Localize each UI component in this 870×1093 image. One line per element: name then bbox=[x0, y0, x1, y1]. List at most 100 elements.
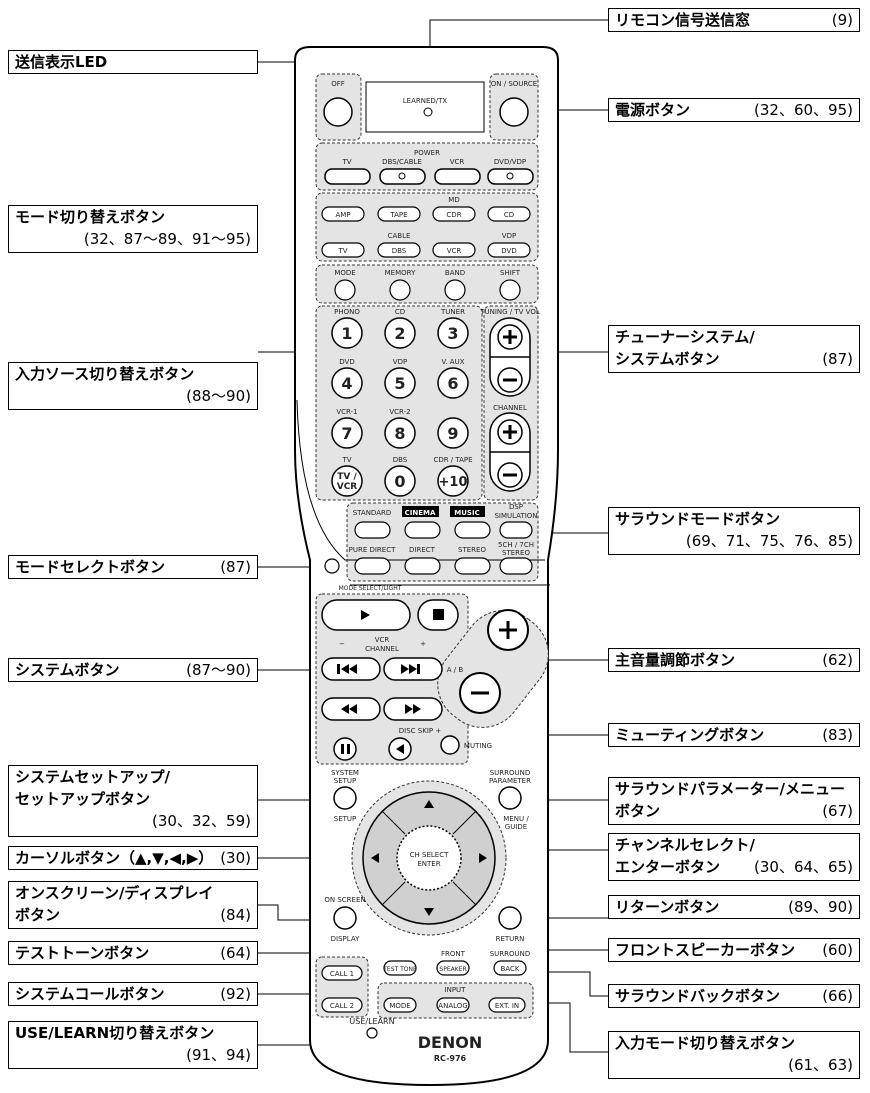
direct-button[interactable] bbox=[404, 557, 441, 575]
input-mode-button[interactable] bbox=[383, 997, 417, 1013]
callout-input-source: 入力ソース切り替えボタン (88〜90) bbox=[8, 362, 258, 410]
zero-button[interactable] bbox=[384, 465, 416, 497]
ch-select-enter-button[interactable] bbox=[396, 825, 462, 891]
on-source-label: ON / SOURCE bbox=[491, 80, 537, 88]
up-arrow-icon bbox=[424, 800, 434, 808]
callout-use-learn: USE/LEARN切り替えボタン (91、94) bbox=[8, 1021, 258, 1069]
mode-button[interactable] bbox=[334, 279, 356, 301]
dsp-button[interactable] bbox=[499, 521, 533, 539]
group-mode bbox=[315, 192, 539, 262]
speaker-button[interactable] bbox=[436, 960, 470, 976]
tv-vcr-button[interactable] bbox=[331, 465, 363, 497]
svg-text:RETURN: RETURN bbox=[496, 935, 525, 943]
svg-text:DVD: DVD bbox=[501, 247, 516, 255]
standard-button[interactable] bbox=[354, 521, 391, 539]
svg-text:SHIFT: SHIFT bbox=[500, 269, 521, 277]
svg-text:BACK: BACK bbox=[501, 965, 520, 973]
svg-text:SIMULATION: SIMULATION bbox=[494, 512, 537, 520]
svg-text:POWER: POWER bbox=[414, 149, 440, 157]
left-arrow-icon bbox=[371, 853, 379, 863]
callout-tx-led: 送信表示LED bbox=[8, 50, 258, 74]
svg-text:ENTER: ENTER bbox=[417, 860, 440, 868]
stereo-button[interactable] bbox=[454, 557, 491, 575]
svg-text:CHANNEL: CHANNEL bbox=[365, 645, 399, 653]
svg-text:SYSTEM: SYSTEM bbox=[331, 769, 359, 777]
cdr-button[interactable] bbox=[432, 206, 476, 222]
leader-ir-window bbox=[429, 19, 608, 47]
led-window bbox=[365, 81, 485, 133]
back-button[interactable] bbox=[493, 960, 527, 976]
svg-text:5: 5 bbox=[394, 374, 405, 393]
svg-text:FRONT: FRONT bbox=[441, 950, 466, 958]
svg-text:DBS/CABLE: DBS/CABLE bbox=[382, 158, 422, 166]
dbs-mode-button[interactable] bbox=[377, 242, 421, 258]
stop-icon bbox=[433, 609, 444, 620]
svg-text:PHONO: PHONO bbox=[334, 308, 360, 316]
call2-button[interactable] bbox=[321, 997, 363, 1013]
analog-button[interactable] bbox=[436, 997, 470, 1013]
svg-text:CABLE: CABLE bbox=[388, 232, 411, 240]
call1-button[interactable] bbox=[321, 965, 363, 981]
svg-text:3: 3 bbox=[447, 324, 458, 343]
svg-text:+10: +10 bbox=[439, 475, 468, 490]
svg-text:CHANNEL: CHANNEL bbox=[493, 404, 527, 412]
svg-text:USE/LEARN: USE/LEARN bbox=[349, 1017, 394, 1026]
svg-text:+: + bbox=[420, 640, 426, 648]
tape-button[interactable] bbox=[377, 206, 421, 222]
amp-button[interactable] bbox=[321, 206, 365, 222]
svg-text:VCR: VCR bbox=[337, 482, 358, 492]
ext-in-button[interactable] bbox=[488, 997, 526, 1013]
return-button[interactable] bbox=[498, 906, 522, 930]
on-source-button[interactable] bbox=[499, 97, 529, 127]
svg-text:ON SCREEN: ON SCREEN bbox=[324, 896, 365, 904]
vcr-mode-button[interactable] bbox=[432, 242, 476, 258]
svg-text:0: 0 bbox=[394, 472, 405, 491]
off-button[interactable] bbox=[323, 97, 353, 127]
svg-text:A / B: A / B bbox=[447, 666, 464, 674]
onscreen-button[interactable] bbox=[333, 906, 357, 930]
svg-text:CDR / TAPE: CDR / TAPE bbox=[433, 456, 472, 464]
surround-param-button[interactable] bbox=[498, 786, 522, 810]
mode-select-button[interactable] bbox=[324, 558, 340, 574]
group-surround bbox=[346, 502, 539, 582]
svg-text:VCR: VCR bbox=[375, 636, 390, 644]
ff-icon bbox=[405, 704, 413, 714]
callout-surround-back: サラウンドバックボタン(66) bbox=[608, 984, 860, 1008]
dbs-power-button[interactable] bbox=[379, 168, 426, 185]
dvd-mode-button[interactable] bbox=[487, 242, 531, 258]
callout-main-volume: 主音量調節ボタン(62) bbox=[608, 648, 860, 672]
svg-text:DBS: DBS bbox=[393, 456, 408, 464]
tv-power-button[interactable] bbox=[324, 168, 371, 185]
muting-button[interactable] bbox=[440, 735, 460, 755]
svg-text:ANALOG: ANALOG bbox=[438, 1002, 467, 1010]
svg-text:DISPLAY: DISPLAY bbox=[331, 935, 360, 943]
vcr-power-button[interactable] bbox=[434, 168, 481, 185]
group-power bbox=[315, 142, 539, 191]
svg-text:SETUP: SETUP bbox=[334, 815, 357, 823]
pause-button[interactable] bbox=[333, 737, 357, 761]
memory-button[interactable] bbox=[389, 279, 411, 301]
pure-direct-button[interactable] bbox=[354, 557, 391, 575]
cd-button[interactable] bbox=[487, 206, 531, 222]
svg-text:VDP: VDP bbox=[393, 358, 407, 366]
music-button[interactable] bbox=[454, 521, 491, 539]
svg-text:AMP: AMP bbox=[335, 211, 350, 219]
band-button[interactable] bbox=[444, 279, 466, 301]
setup-button[interactable] bbox=[333, 786, 357, 810]
plus10-button[interactable] bbox=[437, 465, 469, 497]
callout-surround-param: サラウンドパラメーター/メニュー ボタン(67) bbox=[608, 777, 860, 825]
disc-skip-icon bbox=[396, 744, 404, 754]
svg-text:DVD: DVD bbox=[339, 358, 354, 366]
shift-button[interactable] bbox=[499, 279, 521, 301]
svg-text:2: 2 bbox=[394, 324, 405, 343]
tv-mode-button[interactable] bbox=[321, 242, 365, 258]
svg-text:TV: TV bbox=[341, 158, 351, 166]
svg-text:MENU /: MENU / bbox=[503, 815, 529, 823]
cinema-button[interactable] bbox=[404, 521, 441, 539]
cinema-label-bg bbox=[402, 506, 439, 517]
ch57-button[interactable] bbox=[499, 557, 533, 575]
svg-text:9: 9 bbox=[447, 424, 458, 443]
dvd-power-button[interactable] bbox=[487, 168, 534, 185]
test-tone-button[interactable] bbox=[383, 960, 417, 976]
leader-onscreen bbox=[258, 904, 336, 921]
